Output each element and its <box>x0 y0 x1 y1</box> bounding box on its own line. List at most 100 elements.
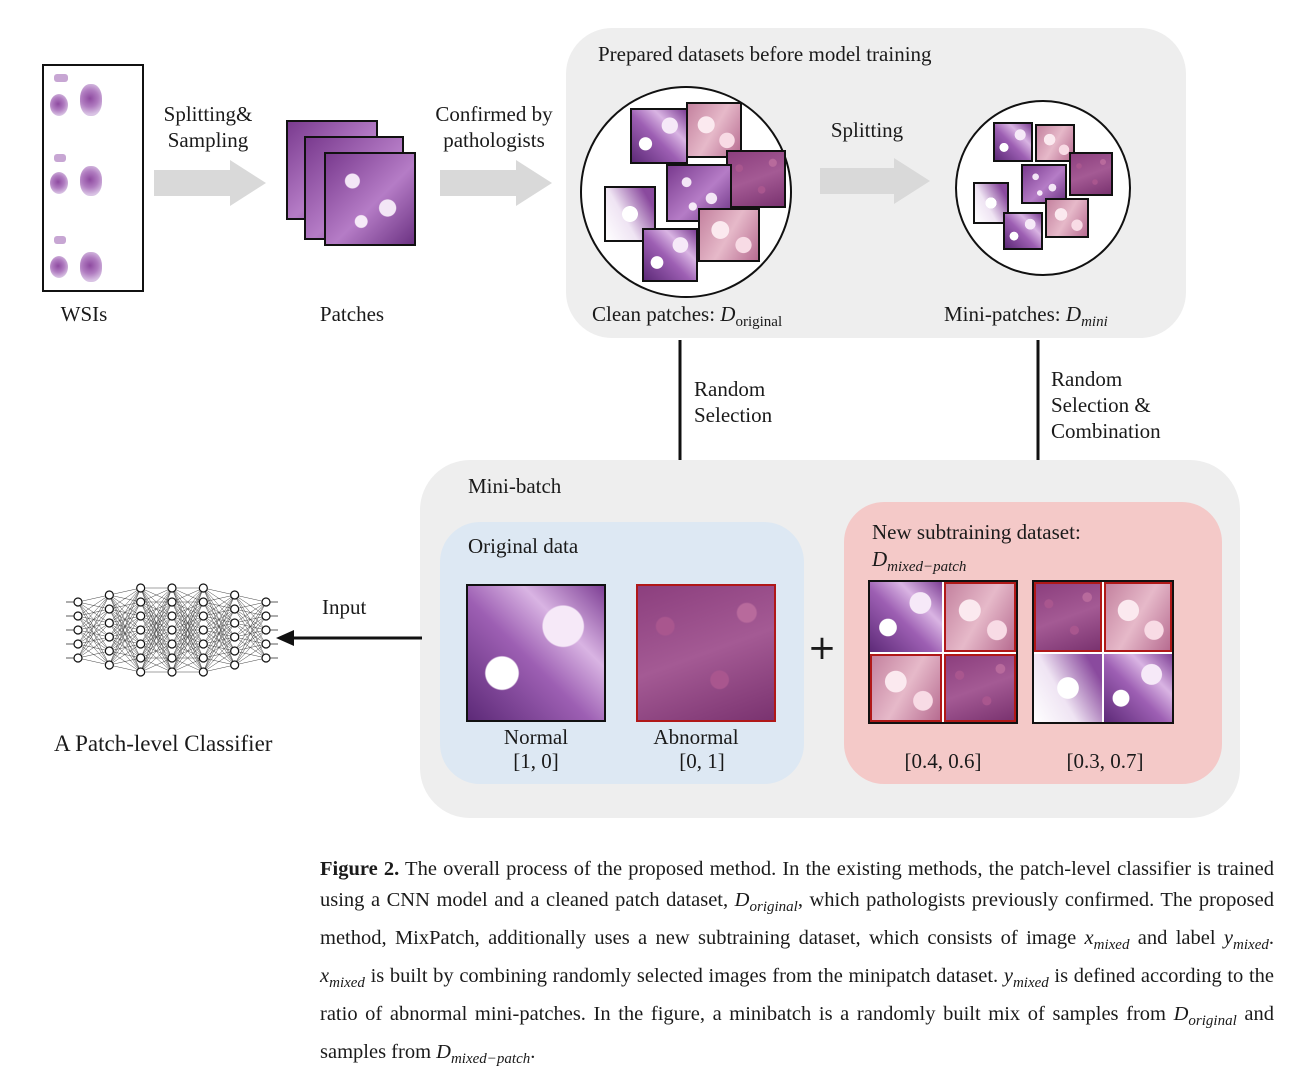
network-node <box>230 618 240 628</box>
network-edge <box>203 594 235 603</box>
network-node <box>198 611 208 621</box>
mini-patch <box>944 654 1016 722</box>
patch-image <box>698 208 760 262</box>
network-edge <box>77 594 110 631</box>
network-edge <box>203 594 235 631</box>
classifier-label: A Patch-level Classifier <box>54 731 273 756</box>
caption-math: D <box>436 1041 451 1063</box>
network-edge <box>140 587 173 673</box>
caption-text: , which pathologists previously confirme… <box>320 889 1274 949</box>
caption-text: is defined according to the ratio of abn… <box>320 965 1274 1025</box>
caption-math: x <box>1084 927 1094 949</box>
new-symbol: D <box>872 547 888 571</box>
network-node <box>73 653 83 663</box>
network-edge <box>77 594 110 659</box>
network-edge <box>203 664 235 673</box>
new-subtraining-symbol: Dmixed−patch <box>872 546 966 580</box>
patch-image <box>1069 152 1113 196</box>
arrow2-label-line1: Confirmed by <box>435 102 553 126</box>
network-node <box>167 597 177 607</box>
arrow-splitting <box>154 160 266 206</box>
network-edge <box>109 657 141 666</box>
network-edge <box>171 601 204 673</box>
mini-batch-title: Mini-batch <box>468 474 562 498</box>
clean-patches-label-text: Clean patches: <box>592 302 721 326</box>
network-edge <box>171 587 204 645</box>
network-edge <box>140 643 173 673</box>
mixed-patch-2 <box>1032 580 1174 724</box>
network-edge <box>109 587 141 638</box>
input-label: Input <box>322 595 367 619</box>
network-edge <box>77 636 110 659</box>
abnormal-patch-image <box>636 584 776 722</box>
patch-image <box>1021 164 1067 204</box>
caption-text: The overall process of the proposed meth… <box>320 858 1274 911</box>
wsi-label: WSIs <box>60 302 108 326</box>
caption-text: is built by combining randomly selected … <box>364 965 1004 987</box>
mini-patches-circle <box>955 100 1131 276</box>
caption-math: D <box>1173 1003 1189 1025</box>
wsi-tissue <box>54 154 66 162</box>
network-node <box>167 653 177 663</box>
network-edge <box>77 622 110 659</box>
splitting-label: Splitting <box>830 118 904 142</box>
network-node <box>198 653 208 663</box>
patch-image <box>1045 198 1089 238</box>
caption-math: y <box>1003 965 1013 987</box>
network-node <box>104 604 114 614</box>
wsi-tissue <box>54 74 68 82</box>
network-node <box>104 660 114 670</box>
network-edge <box>109 587 141 610</box>
network-node <box>261 639 271 649</box>
clean-symbol: D <box>720 302 736 326</box>
caption-math-sub: mixed <box>329 975 365 991</box>
network-node <box>198 597 208 607</box>
network-edge <box>140 615 173 673</box>
network-edge <box>140 657 173 673</box>
network-edge <box>203 608 235 673</box>
network-edge <box>203 650 235 673</box>
random-combo-line3: Combination <box>1051 419 1161 443</box>
mini-patch <box>1034 582 1102 652</box>
original-data-title: Original data <box>468 534 579 558</box>
network-node <box>230 604 240 614</box>
patch-image <box>324 152 416 246</box>
patches-label: Patches <box>319 302 385 326</box>
network-edge <box>234 657 267 666</box>
mix1-vector: [0.4, 0.6] <box>904 749 982 773</box>
network-edge <box>171 629 204 673</box>
network-edge <box>171 657 204 673</box>
network-edge <box>234 601 267 610</box>
normal-vector: [1, 0] <box>513 749 559 773</box>
network-node <box>136 611 146 621</box>
caption-math: y <box>1223 927 1234 949</box>
neural-network-icon <box>66 583 278 677</box>
wsi-stack <box>42 64 144 292</box>
network-edge <box>77 657 110 666</box>
network-edge <box>203 636 235 673</box>
patch-image <box>993 122 1033 162</box>
patch-image <box>726 150 786 208</box>
network-node <box>230 660 240 670</box>
arrow2-label-line2: pathologists <box>443 128 545 152</box>
normal-label: Normal <box>503 725 569 749</box>
mix2-vector: [0.3, 0.7] <box>1066 749 1144 773</box>
clean-patches-circle <box>580 86 792 298</box>
network-node <box>167 583 177 593</box>
network-edge <box>77 650 110 659</box>
network-node <box>167 639 177 649</box>
network-node <box>136 653 146 663</box>
network-node <box>167 611 177 621</box>
network-edge <box>77 594 110 617</box>
arrow-splitting-mini <box>820 158 930 204</box>
random-combo-line2: Selection & <box>1051 393 1151 417</box>
wsi-tissue <box>80 84 102 116</box>
abnormal-label: Abnormal <box>653 725 739 749</box>
caption-math-sub: original <box>1188 1013 1237 1029</box>
mini-subscript: mini <box>1081 314 1108 330</box>
arrow1-label-line1: Splitting& <box>163 102 253 126</box>
network-node <box>198 639 208 649</box>
network-edge <box>109 664 141 673</box>
network-edge <box>109 615 141 666</box>
network-edge <box>203 622 235 673</box>
